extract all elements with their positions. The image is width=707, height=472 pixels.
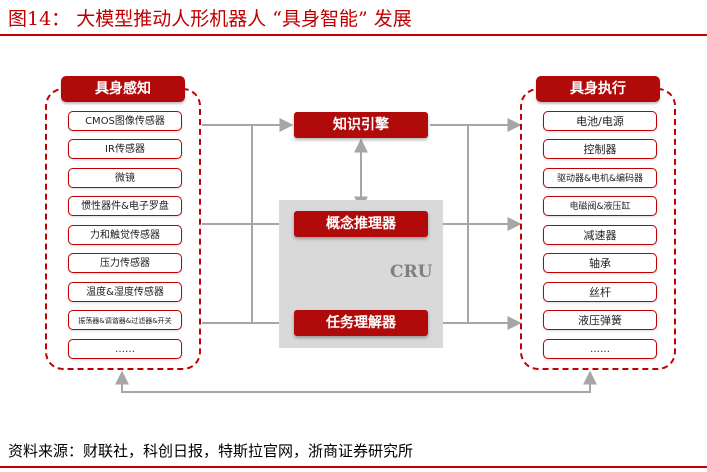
execution-item-solenoid: 电磁阀&液压缸: [543, 196, 657, 216]
perception-item-cmos: CMOS图像传感器: [68, 111, 182, 131]
execution-item-lead-screw: 丝杆: [543, 282, 657, 302]
execution-item-controller: 控制器: [543, 139, 657, 159]
perception-panel-title: 具身感知: [61, 76, 185, 102]
arrow-bottom-loop: [115, 370, 597, 393]
source-note: 资料来源：财联社，科创日报，特斯拉官网，浙商证券研究所: [8, 442, 414, 460]
execution-item-bearing: 轴承: [543, 253, 657, 273]
execution-panel-title: 具身执行: [536, 76, 660, 102]
footer-divider: [0, 466, 707, 468]
perception-item-ir: IR传感器: [68, 139, 182, 159]
perception-item-force-touch: 力和触觉传感器: [68, 225, 182, 245]
execution-item-battery: 电池/电源: [543, 111, 657, 131]
perception-item-temp-humidity: 温度&湿度传感器: [68, 282, 182, 302]
cru-label: CRU: [390, 262, 433, 282]
execution-item-hydraulic-spring: 液压弹簧: [543, 310, 657, 330]
execution-item-reducer: 减速器: [543, 225, 657, 245]
execution-item-driver-motor: 驱动器&电机&编码器: [543, 168, 657, 188]
perception-item-inertial: 惯性器件&电子罗盘: [68, 196, 182, 216]
perception-item-more: ……: [68, 339, 182, 359]
perception-item-pressure: 压力传感器: [68, 253, 182, 273]
module-task-understander: 任务理解器: [294, 310, 428, 336]
figure-title: 图14： 大模型推动人形机器人 “具身智能” 发展: [8, 8, 412, 30]
title-divider: [0, 34, 707, 36]
perception-item-micromirror: 微镜: [68, 168, 182, 188]
module-concept-reasoner: 概念推理器: [294, 211, 428, 237]
perception-item-oscillator: 振荡器&调谐器&过滤器&开关: [68, 310, 182, 330]
execution-item-more: ……: [543, 339, 657, 359]
module-knowledge-engine: 知识引擎: [294, 112, 428, 138]
